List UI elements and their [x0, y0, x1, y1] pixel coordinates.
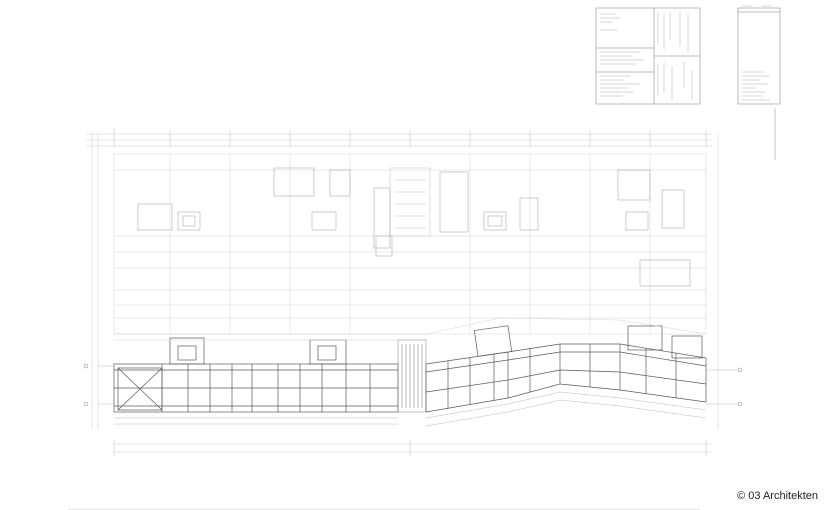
lower-plan-right-wing [425, 325, 707, 413]
title-block [595, 7, 701, 105]
central-stair [397, 339, 427, 413]
dimension-lines [86, 128, 719, 456]
copyright-notice: © 03 Architekten [737, 490, 818, 502]
lower-plan-left-wing [113, 337, 399, 413]
upper-plan-cores [137, 167, 691, 287]
lower-dimension-lines [98, 365, 740, 427]
upper-plan-light [113, 153, 707, 335]
stamp-block [737, 5, 781, 105]
axis-markers [83, 363, 743, 407]
slab-outline [114, 317, 707, 341]
